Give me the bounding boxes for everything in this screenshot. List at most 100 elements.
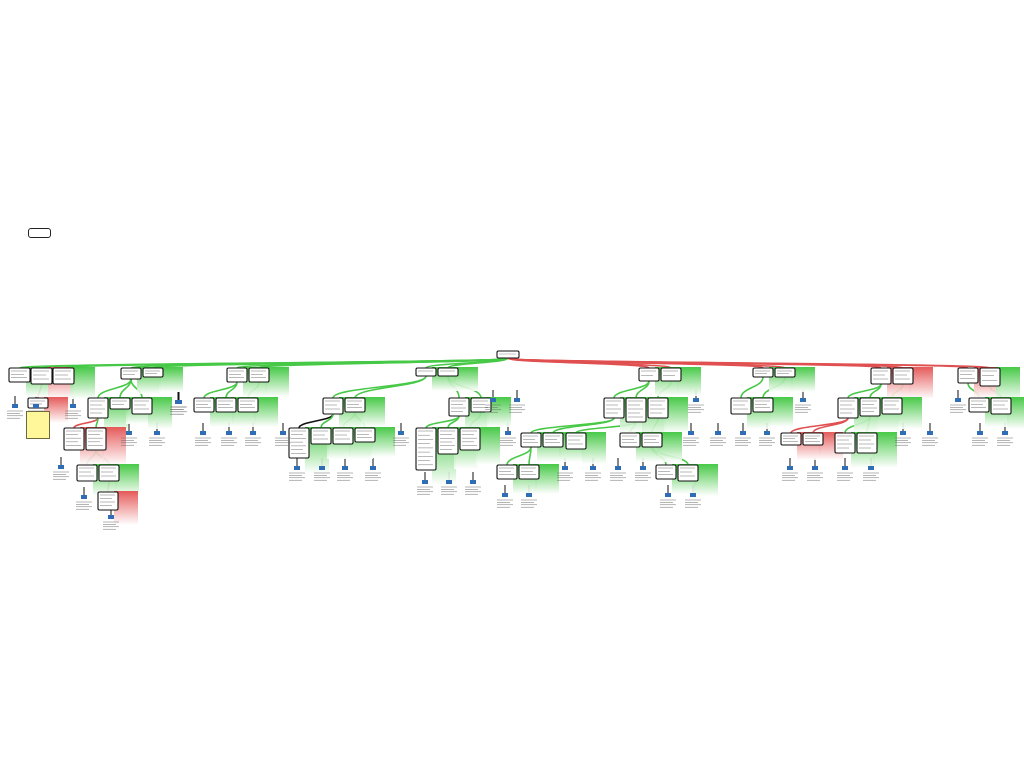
argument-node-28[interactable] xyxy=(470,397,492,413)
argument-node-17[interactable] xyxy=(979,367,1001,387)
source-item-24[interactable] xyxy=(500,431,516,446)
argument-node-33[interactable] xyxy=(752,397,774,413)
argument-node-63[interactable] xyxy=(97,491,119,511)
source-item-2[interactable] xyxy=(65,404,81,419)
source-item-44[interactable] xyxy=(972,431,988,446)
argument-node-2[interactable] xyxy=(30,367,53,385)
source-item-37[interactable] xyxy=(782,466,798,481)
argument-node-1[interactable] xyxy=(8,367,31,383)
argument-node-34[interactable] xyxy=(837,397,859,419)
source-item-38[interactable] xyxy=(807,466,823,481)
source-item-47[interactable] xyxy=(795,398,811,413)
source-item-32[interactable] xyxy=(685,493,701,508)
source-item-31[interactable] xyxy=(660,493,676,508)
argument-node-57[interactable] xyxy=(76,464,98,482)
legend-box[interactable] xyxy=(28,228,51,238)
argument-node-25[interactable] xyxy=(322,397,344,415)
source-item-29[interactable] xyxy=(610,466,626,481)
argument-node-5[interactable] xyxy=(142,367,164,378)
source-item-27[interactable] xyxy=(557,466,573,481)
source-item-39[interactable] xyxy=(837,466,853,481)
source-item-40[interactable] xyxy=(863,466,879,481)
argument-node-52[interactable] xyxy=(641,432,663,448)
argument-node-50[interactable] xyxy=(565,432,587,450)
argument-node-45[interactable] xyxy=(415,427,437,471)
argument-node-26[interactable] xyxy=(344,397,366,413)
argument-node-19[interactable] xyxy=(87,397,109,419)
argument-node-42[interactable] xyxy=(310,427,332,445)
source-item-35[interactable] xyxy=(735,431,751,446)
source-item-42[interactable] xyxy=(922,431,938,446)
source-item-14[interactable] xyxy=(289,466,305,481)
argument-node-43[interactable] xyxy=(332,427,354,445)
source-item-3[interactable] xyxy=(53,465,69,480)
source-item-41[interactable] xyxy=(895,431,911,446)
argument-node-23[interactable] xyxy=(215,397,237,413)
source-item-10[interactable] xyxy=(221,431,237,446)
source-item-5[interactable] xyxy=(103,515,119,530)
argument-node-53[interactable] xyxy=(780,432,802,446)
source-item-16[interactable] xyxy=(337,466,353,481)
source-item-34[interactable] xyxy=(710,431,726,446)
source-item-12[interactable] xyxy=(171,400,187,415)
source-item-33[interactable] xyxy=(683,431,699,446)
source-item-0[interactable] xyxy=(7,404,23,419)
argument-node-12[interactable] xyxy=(752,367,774,378)
source-item-6[interactable] xyxy=(121,431,137,446)
source-item-7[interactable] xyxy=(149,431,165,446)
argument-node-38[interactable] xyxy=(990,397,1012,415)
source-item-28[interactable] xyxy=(585,466,601,481)
source-item-21[interactable] xyxy=(465,480,481,495)
argument-node-62[interactable] xyxy=(677,464,699,482)
argument-node-61[interactable] xyxy=(655,464,677,480)
source-item-20[interactable] xyxy=(441,480,457,495)
argument-node-55[interactable] xyxy=(834,432,856,454)
argument-node-58[interactable] xyxy=(98,464,120,482)
argument-node-37[interactable] xyxy=(968,397,990,413)
argument-node-59[interactable] xyxy=(496,464,518,480)
source-item-45[interactable] xyxy=(997,431,1013,446)
argument-node-30[interactable] xyxy=(625,397,647,423)
argument-node-32[interactable] xyxy=(730,397,752,415)
source-item-4[interactable] xyxy=(76,495,92,510)
source-item-19[interactable] xyxy=(417,480,433,495)
argument-node-9[interactable] xyxy=(437,367,459,377)
source-item-43[interactable] xyxy=(950,398,966,413)
argument-node-16[interactable] xyxy=(957,367,979,384)
argument-node-13[interactable] xyxy=(774,367,796,378)
argument-node-47[interactable] xyxy=(459,427,481,451)
source-item-22[interactable] xyxy=(485,398,501,413)
argument-node-29[interactable] xyxy=(603,397,625,419)
argument-node-14[interactable] xyxy=(870,367,892,385)
argument-node-4[interactable] xyxy=(120,367,142,380)
argument-node-7[interactable] xyxy=(248,367,270,383)
argument-node-54[interactable] xyxy=(802,432,824,446)
argument-node-10[interactable] xyxy=(638,367,660,382)
source-item-36[interactable] xyxy=(759,431,775,446)
argument-node-44[interactable] xyxy=(354,427,376,443)
source-item-18[interactable] xyxy=(393,431,409,446)
source-item-23[interactable] xyxy=(509,398,525,413)
source-item-11[interactable] xyxy=(245,431,261,446)
argument-node-35[interactable] xyxy=(859,397,881,417)
argument-node-3[interactable] xyxy=(52,367,75,385)
argument-node-27[interactable] xyxy=(448,397,470,417)
argument-node-41[interactable] xyxy=(288,427,310,459)
argument-node-15[interactable] xyxy=(892,367,914,385)
argument-node-6[interactable] xyxy=(226,367,248,383)
argument-node-31[interactable] xyxy=(647,397,669,419)
argument-node-36[interactable] xyxy=(881,397,903,415)
argument-node-46[interactable] xyxy=(437,427,459,455)
source-item-15[interactable] xyxy=(314,466,330,481)
argument-node-21[interactable] xyxy=(131,397,153,415)
argument-node-11[interactable] xyxy=(660,367,682,382)
argument-node-49[interactable] xyxy=(542,432,564,448)
argument-node-8[interactable] xyxy=(415,367,437,377)
note-card[interactable] xyxy=(26,411,50,439)
source-item-26[interactable] xyxy=(521,493,537,508)
argument-node-39[interactable] xyxy=(63,427,85,451)
argument-node-22[interactable] xyxy=(193,397,215,413)
argument-node-40[interactable] xyxy=(85,427,107,451)
argument-node-56[interactable] xyxy=(856,432,878,454)
argument-node-51[interactable] xyxy=(619,432,641,448)
